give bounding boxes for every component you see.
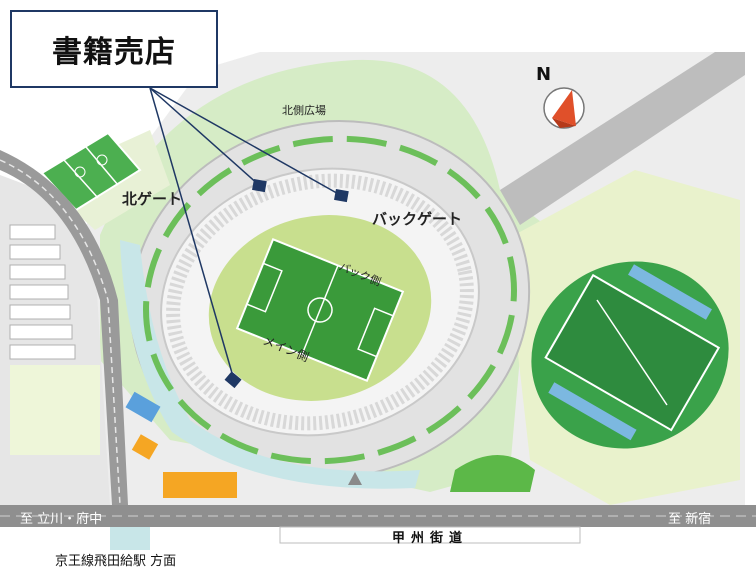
north-plaza-label: 北側広場 <box>282 104 326 117</box>
to-tachikawa-label: 至 立川・府中 <box>20 512 103 527</box>
orange-building <box>163 472 237 498</box>
blue-building <box>125 391 161 423</box>
back-gate-label: バックゲート <box>372 210 463 228</box>
koshu-kaido-road <box>0 505 756 527</box>
bookstore-marker-north-gate[interactable] <box>252 179 267 193</box>
legend-callout: 書籍売店 <box>10 10 218 88</box>
road-name-label: 甲州街道 <box>392 531 469 546</box>
orange-booth <box>131 434 159 460</box>
west-road <box>0 150 128 505</box>
north-gate-label: 北ゲート <box>122 190 183 208</box>
parking-rows <box>9 224 76 360</box>
callout-leaders <box>149 87 343 381</box>
compass-letter: N <box>536 64 552 85</box>
small-monument <box>348 472 362 485</box>
west-lawn <box>10 365 100 455</box>
east-pitch-halfway <box>596 299 668 406</box>
compass-icon <box>543 87 585 129</box>
main-pitch <box>235 237 405 383</box>
bookstore-marker-back-gate[interactable] <box>334 189 349 203</box>
east-stand-bottom <box>548 382 637 441</box>
station-label: 京王線飛田給駅 方面 <box>55 554 177 569</box>
road-sidewalk <box>279 526 581 544</box>
west-road-centerline <box>0 159 121 506</box>
concourse <box>120 240 420 489</box>
legend-title: 書籍売店 <box>52 35 176 70</box>
futsal-courts <box>40 131 142 212</box>
east-lawn <box>450 455 535 492</box>
east-stand-top <box>628 264 712 320</box>
stadium-green-strip <box>143 135 517 465</box>
bookstore-marker-main-side[interactable] <box>224 371 242 389</box>
northeast-road <box>500 52 745 225</box>
seating-grid <box>166 173 474 431</box>
to-shinjuku-label: 至 新宿 <box>668 512 712 527</box>
